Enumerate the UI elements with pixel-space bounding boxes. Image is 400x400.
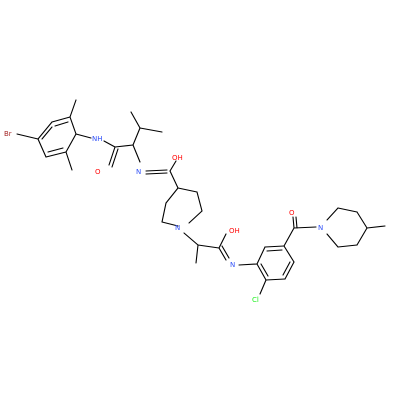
atom-label-oh1: OH <box>172 154 183 162</box>
bond <box>356 227 368 246</box>
atom-label-n2: N <box>175 224 180 232</box>
bond <box>265 278 286 281</box>
bond <box>103 140 116 148</box>
bond <box>132 144 141 163</box>
bond <box>326 207 339 221</box>
bond <box>283 245 295 263</box>
bonds <box>16 99 386 295</box>
bond <box>65 133 77 153</box>
bond <box>183 232 199 246</box>
bond <box>132 127 141 146</box>
bond <box>69 116 77 135</box>
bond <box>111 148 119 168</box>
bond <box>37 138 47 158</box>
atom-label-cl: Cl <box>252 296 259 304</box>
bond <box>356 211 368 229</box>
bond <box>366 225 386 229</box>
bond <box>260 263 269 277</box>
bond <box>196 191 203 212</box>
bond <box>169 170 179 189</box>
bond <box>75 133 92 139</box>
bond <box>218 247 227 261</box>
bond <box>108 146 116 166</box>
bond <box>283 227 295 247</box>
bond <box>282 261 291 276</box>
atom-label-br: Br <box>4 130 12 138</box>
bond <box>41 126 53 140</box>
bond <box>145 172 168 175</box>
bond <box>165 187 179 204</box>
bond <box>145 169 168 172</box>
bond <box>188 210 203 224</box>
bond <box>221 245 230 259</box>
bond <box>54 121 69 127</box>
bond <box>65 151 73 171</box>
bond <box>284 261 295 280</box>
bond <box>264 245 285 248</box>
bond <box>266 249 283 252</box>
bond <box>37 121 53 140</box>
bond <box>16 133 39 140</box>
bond <box>292 216 295 229</box>
bond <box>69 99 77 118</box>
bond <box>114 144 134 148</box>
atom-label-o1: O <box>95 168 101 176</box>
bond <box>238 263 258 266</box>
bond <box>295 216 298 229</box>
atom-label-n1: N <box>136 168 141 176</box>
atom-label-nh: NH <box>92 135 103 143</box>
bond <box>47 147 64 153</box>
bond <box>256 246 266 265</box>
bond <box>161 202 167 223</box>
atom-label-oh2: OH <box>229 227 240 235</box>
bond <box>337 244 358 248</box>
bond <box>195 244 199 264</box>
atom-label-o2: O <box>289 209 295 217</box>
bond <box>197 244 220 249</box>
bond <box>256 263 267 281</box>
bond <box>293 226 317 229</box>
atom-label-n4: N <box>318 224 323 232</box>
bond <box>337 207 358 213</box>
bond <box>259 279 267 295</box>
bond <box>139 127 163 133</box>
bond <box>161 221 179 227</box>
bond <box>130 111 141 129</box>
bond <box>177 187 198 193</box>
bond <box>326 233 339 248</box>
bond <box>45 151 67 158</box>
atom-label-n3: N <box>230 261 235 269</box>
bond <box>51 116 71 123</box>
bond <box>218 233 227 249</box>
bond <box>169 160 177 172</box>
